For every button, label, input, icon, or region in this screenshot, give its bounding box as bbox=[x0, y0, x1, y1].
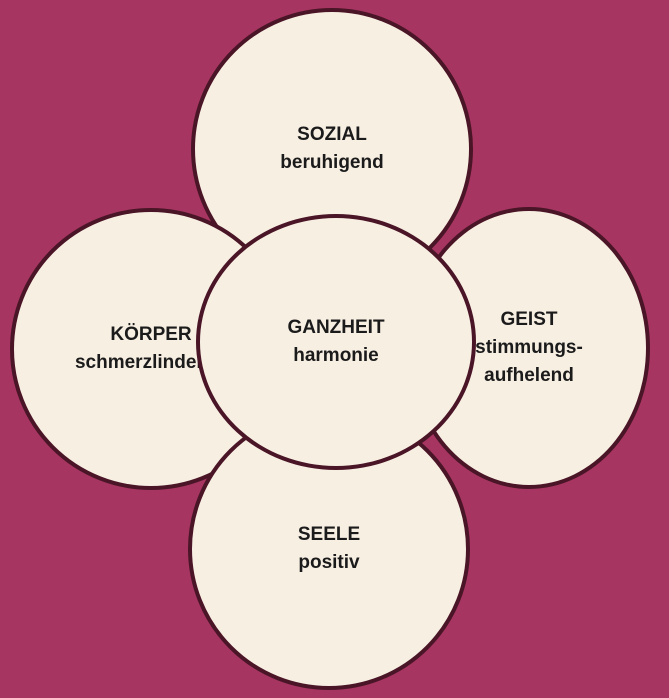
circle-geist-title: GEIST bbox=[500, 309, 558, 330]
circle-sozial-title: SOZIAL bbox=[297, 124, 367, 145]
circle-koerper-title: KÖRPER bbox=[110, 324, 192, 345]
circle-ganzheit: GANZHEIT harmonie bbox=[196, 214, 476, 470]
circle-ganzheit-subtitle: harmonie bbox=[293, 345, 379, 366]
circle-seele: SEELE positiv bbox=[188, 408, 470, 690]
circle-sozial-subtitle: beruhigend bbox=[280, 152, 384, 173]
circle-koerper-subtitle: schmerzlindernd bbox=[74, 352, 228, 373]
circle-ganzheit-title: GANZHEIT bbox=[287, 317, 385, 338]
circle-geist-subtitle-continued: aufhelend bbox=[484, 365, 574, 386]
circle-seele-title: SEELE bbox=[297, 524, 361, 545]
circle-geist-subtitle: stimmungs- bbox=[475, 337, 583, 358]
circle-seele-subtitle: positiv bbox=[298, 552, 360, 573]
circle-geist: GEIST stimmungs- aufhelend bbox=[408, 207, 650, 489]
